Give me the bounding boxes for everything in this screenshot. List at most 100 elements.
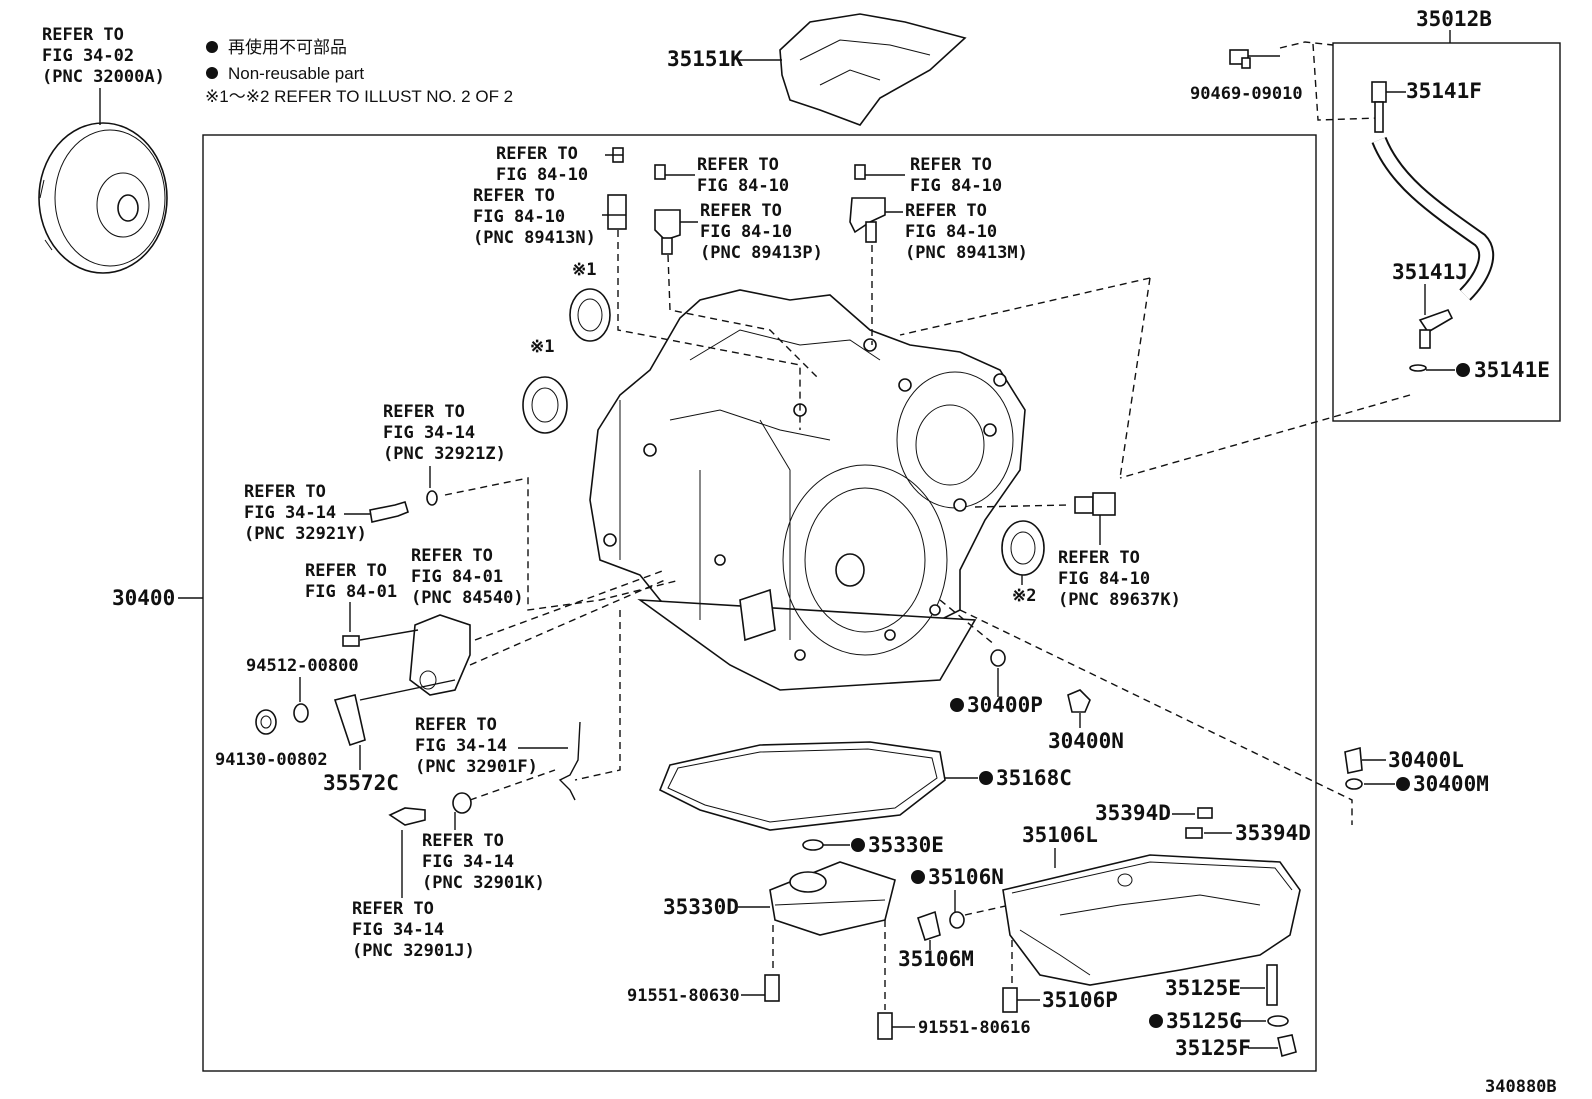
part-number: 94130-00802 [215,750,328,770]
part-number: 35151K [667,47,743,71]
ref-label: (PNC 32901F) [415,757,538,777]
ref-label: (PNC 89413M) [905,243,1028,263]
ref-label: FIG 84-10 [910,176,1002,196]
part-number: 35106P [1042,988,1118,1012]
note-mark: ※2 [1012,586,1036,606]
part-number: 30400M [1413,772,1489,796]
part-number: 30400L [1388,748,1464,772]
part-number: 35125G [1166,1009,1242,1033]
neutral-switch-drawing [409,614,471,696]
part-number: 35394D [1095,801,1171,825]
union-drawing [369,501,409,523]
part-number: 35141F [1406,79,1482,103]
ref-label: (PNC 89413N) [473,228,596,248]
non-reusable-bullet-icon [206,41,218,53]
ref-label: REFER TO [422,831,504,851]
non-reusable-bullet-icon [1149,1014,1163,1028]
legend: 再使用不可部品 Non-reusable part ※1～※2 REFER TO… [205,37,513,106]
part-number: 35106M [898,947,974,971]
legend-line-3: ※1～※2 REFER TO ILLUST NO. 2 OF 2 [205,87,513,106]
ref-label: REFER TO [697,155,779,175]
ref-label: FIG 34-14 [422,852,514,872]
ref-label: (PNC 89413P) [700,243,823,263]
gasket-drawing [1267,1015,1289,1027]
non-reusable-bullet-icon [851,838,865,852]
ref-label: REFER TO [1058,548,1140,568]
hose-drawing [1371,81,1495,372]
heat-shield-drawing [779,13,967,126]
ref-label: (PNC 32921Y) [244,524,367,544]
oil-tube-drawing [558,721,581,801]
non-reusable-bullet-icon [950,698,964,712]
non-reusable-bullet-icon [1396,777,1410,791]
part-number: 35125E [1165,976,1241,1000]
washer-drawing [293,703,309,723]
illustration-id: 340880B [1485,1077,1557,1097]
part-number: 30400P [967,693,1043,717]
ref-label: FIG 84-10 [700,222,792,242]
ref-label: (PNC 32921Z) [383,444,506,464]
bolt-drawing [877,1012,893,1040]
nut-drawing [255,709,277,735]
ref-label: FIG 84-10 [473,207,565,227]
magnet-drawing [1197,807,1213,819]
o-ring-drawing [426,490,438,506]
part-number: 30400N [1048,729,1124,753]
note-mark: ※1 [572,260,596,280]
bolt-drawing [764,974,780,1002]
part-number: 35168C [996,766,1072,790]
ref-label: REFER TO [305,561,387,581]
part-number: 35394D [1235,821,1311,845]
oil-seal-drawing [522,288,1045,576]
plug-drawing [1277,1034,1297,1058]
ref-label: REFER TO [352,899,434,919]
ref-label: REFER TO [411,546,493,566]
ref-label: REFER TO [473,186,555,206]
part-number: 30400 [112,586,175,610]
oil-pan-drawing [1002,854,1301,986]
ref-label: REFER TO [244,482,326,502]
ref-label: FIG 84-10 [1058,569,1150,589]
gasket-drawing [990,649,1006,667]
ref-label: FIG 34-02 [42,46,134,66]
part-number: 35106N [928,865,1004,889]
ref-label: FIG 84-10 [905,222,997,242]
part-number: 35125F [1175,1036,1251,1060]
ref-label: (PNC 32901K) [422,873,545,893]
ref-label: FIG 34-14 [383,423,475,443]
transaxle-case-drawing [589,289,1026,691]
note-mark: ※1 [530,337,554,357]
non-reusable-bullet-icon [206,67,218,79]
non-reusable-bullet-icon [1456,363,1470,377]
ref-label: REFER TO [383,402,465,422]
plug-drawing [1344,746,1363,774]
torque-converter-drawing [38,122,168,274]
tube-drawing [1266,964,1278,1006]
part-number: 35106L [1022,823,1098,847]
ref-label: FIG 34-14 [244,503,336,523]
part-number: 94512-00800 [246,656,359,676]
speed-sensor-drawing [1074,492,1116,516]
ref-label: FIG 84-10 [496,165,588,185]
ref-label: REFER TO [42,25,124,45]
part-number: 91551-80616 [918,1018,1031,1038]
non-reusable-bullet-icon [911,870,925,884]
bolt-drawing [1002,987,1018,1013]
plug-drawing [1067,689,1091,713]
hose-subassembly-frame [1332,42,1561,422]
ref-label: REFER TO [910,155,992,175]
ref-label: REFER TO [415,715,497,735]
union-bolt-drawing [388,807,426,826]
gasket-drawing [1345,778,1363,790]
ref-label: (PNC 89637K) [1058,590,1181,610]
part-number: 35330E [868,833,944,857]
part-number: 35572C [323,771,399,795]
ref-label: FIG 84-10 [697,176,789,196]
ref-label: FIG 84-01 [305,582,397,602]
part-number: 35141J [1392,260,1468,284]
ref-label: REFER TO [700,201,782,221]
ref-label: REFER TO [496,144,578,164]
non-reusable-bullet-icon [979,771,993,785]
legend-line-2: Non-reusable part [228,64,364,83]
